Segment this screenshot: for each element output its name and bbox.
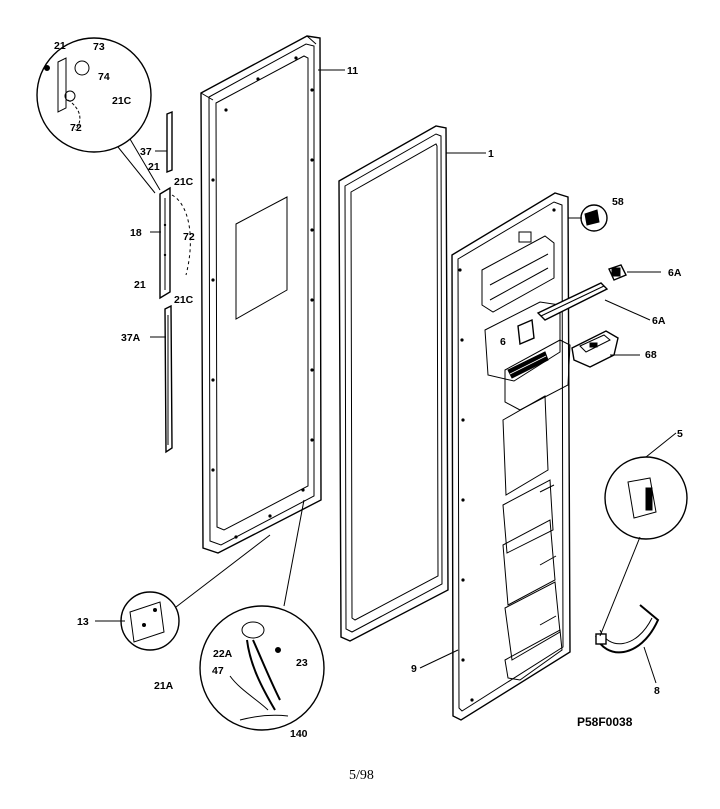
drip-tray-part-8 <box>595 604 660 654</box>
dispenser-grille <box>507 351 549 379</box>
door-gasket-part-1 <box>338 125 449 642</box>
label-5: 5 <box>677 428 683 440</box>
bracket-detail-circle <box>120 534 271 651</box>
label-74: 74 <box>98 71 110 83</box>
label-21C-upper: 21C <box>174 176 194 188</box>
label-37: 37 <box>140 146 152 158</box>
label-8: 8 <box>654 685 660 697</box>
label-72-circle: 72 <box>70 122 82 134</box>
label-21C-circle: 21C <box>112 95 132 107</box>
label-22A: 22A <box>213 648 233 660</box>
hinge-bracket-part-18 <box>159 186 191 300</box>
label-13: 13 <box>77 616 89 628</box>
page-number: 5/98 <box>349 768 374 783</box>
label-6A-lower: 6A <box>652 315 666 327</box>
hinge-strip-part-37A <box>164 304 173 454</box>
diagram-code: P58F0038 <box>577 715 633 729</box>
label-37A: 37A <box>121 332 141 344</box>
label-21-low: 21 <box>134 279 146 291</box>
label-140: 140 <box>290 728 308 740</box>
label-73: 73 <box>93 41 105 53</box>
wire-harness-detail-circle <box>199 499 325 731</box>
pad-part-6 <box>517 318 535 346</box>
label-6A-upper: 6A <box>668 267 682 279</box>
callout-labels: 21 73 74 21C 72 11 1 37 21 21C 18 72 21 … <box>54 40 683 740</box>
label-6: 6 <box>500 336 506 348</box>
clip-part-6A <box>608 264 627 281</box>
label-68: 68 <box>645 349 657 361</box>
hinge-detail-circle <box>36 37 161 194</box>
hinge-strip-part-37 <box>166 110 173 174</box>
label-18: 18 <box>130 227 142 239</box>
label-9: 9 <box>411 663 417 675</box>
label-58: 58 <box>612 196 624 208</box>
label-21-top: 21 <box>54 40 66 52</box>
label-21A: 21A <box>154 680 174 692</box>
label-1: 1 <box>488 148 494 160</box>
label-23: 23 <box>296 657 308 669</box>
label-72-mid: 72 <box>183 231 195 243</box>
label-11: 11 <box>347 65 358 77</box>
door-panel-part-11 <box>200 35 322 554</box>
drip-tray-detail-circle <box>604 456 688 540</box>
dispenser-panel-part-9 <box>451 192 571 721</box>
rail-part-6A <box>536 282 609 321</box>
actuator-part-68 <box>571 330 619 368</box>
leader-lines <box>95 69 677 684</box>
label-47: 47 <box>212 665 224 677</box>
label-21-mid: 21 <box>148 161 160 173</box>
screw-part-58 <box>580 204 608 232</box>
label-21C-lower: 21C <box>174 294 194 306</box>
